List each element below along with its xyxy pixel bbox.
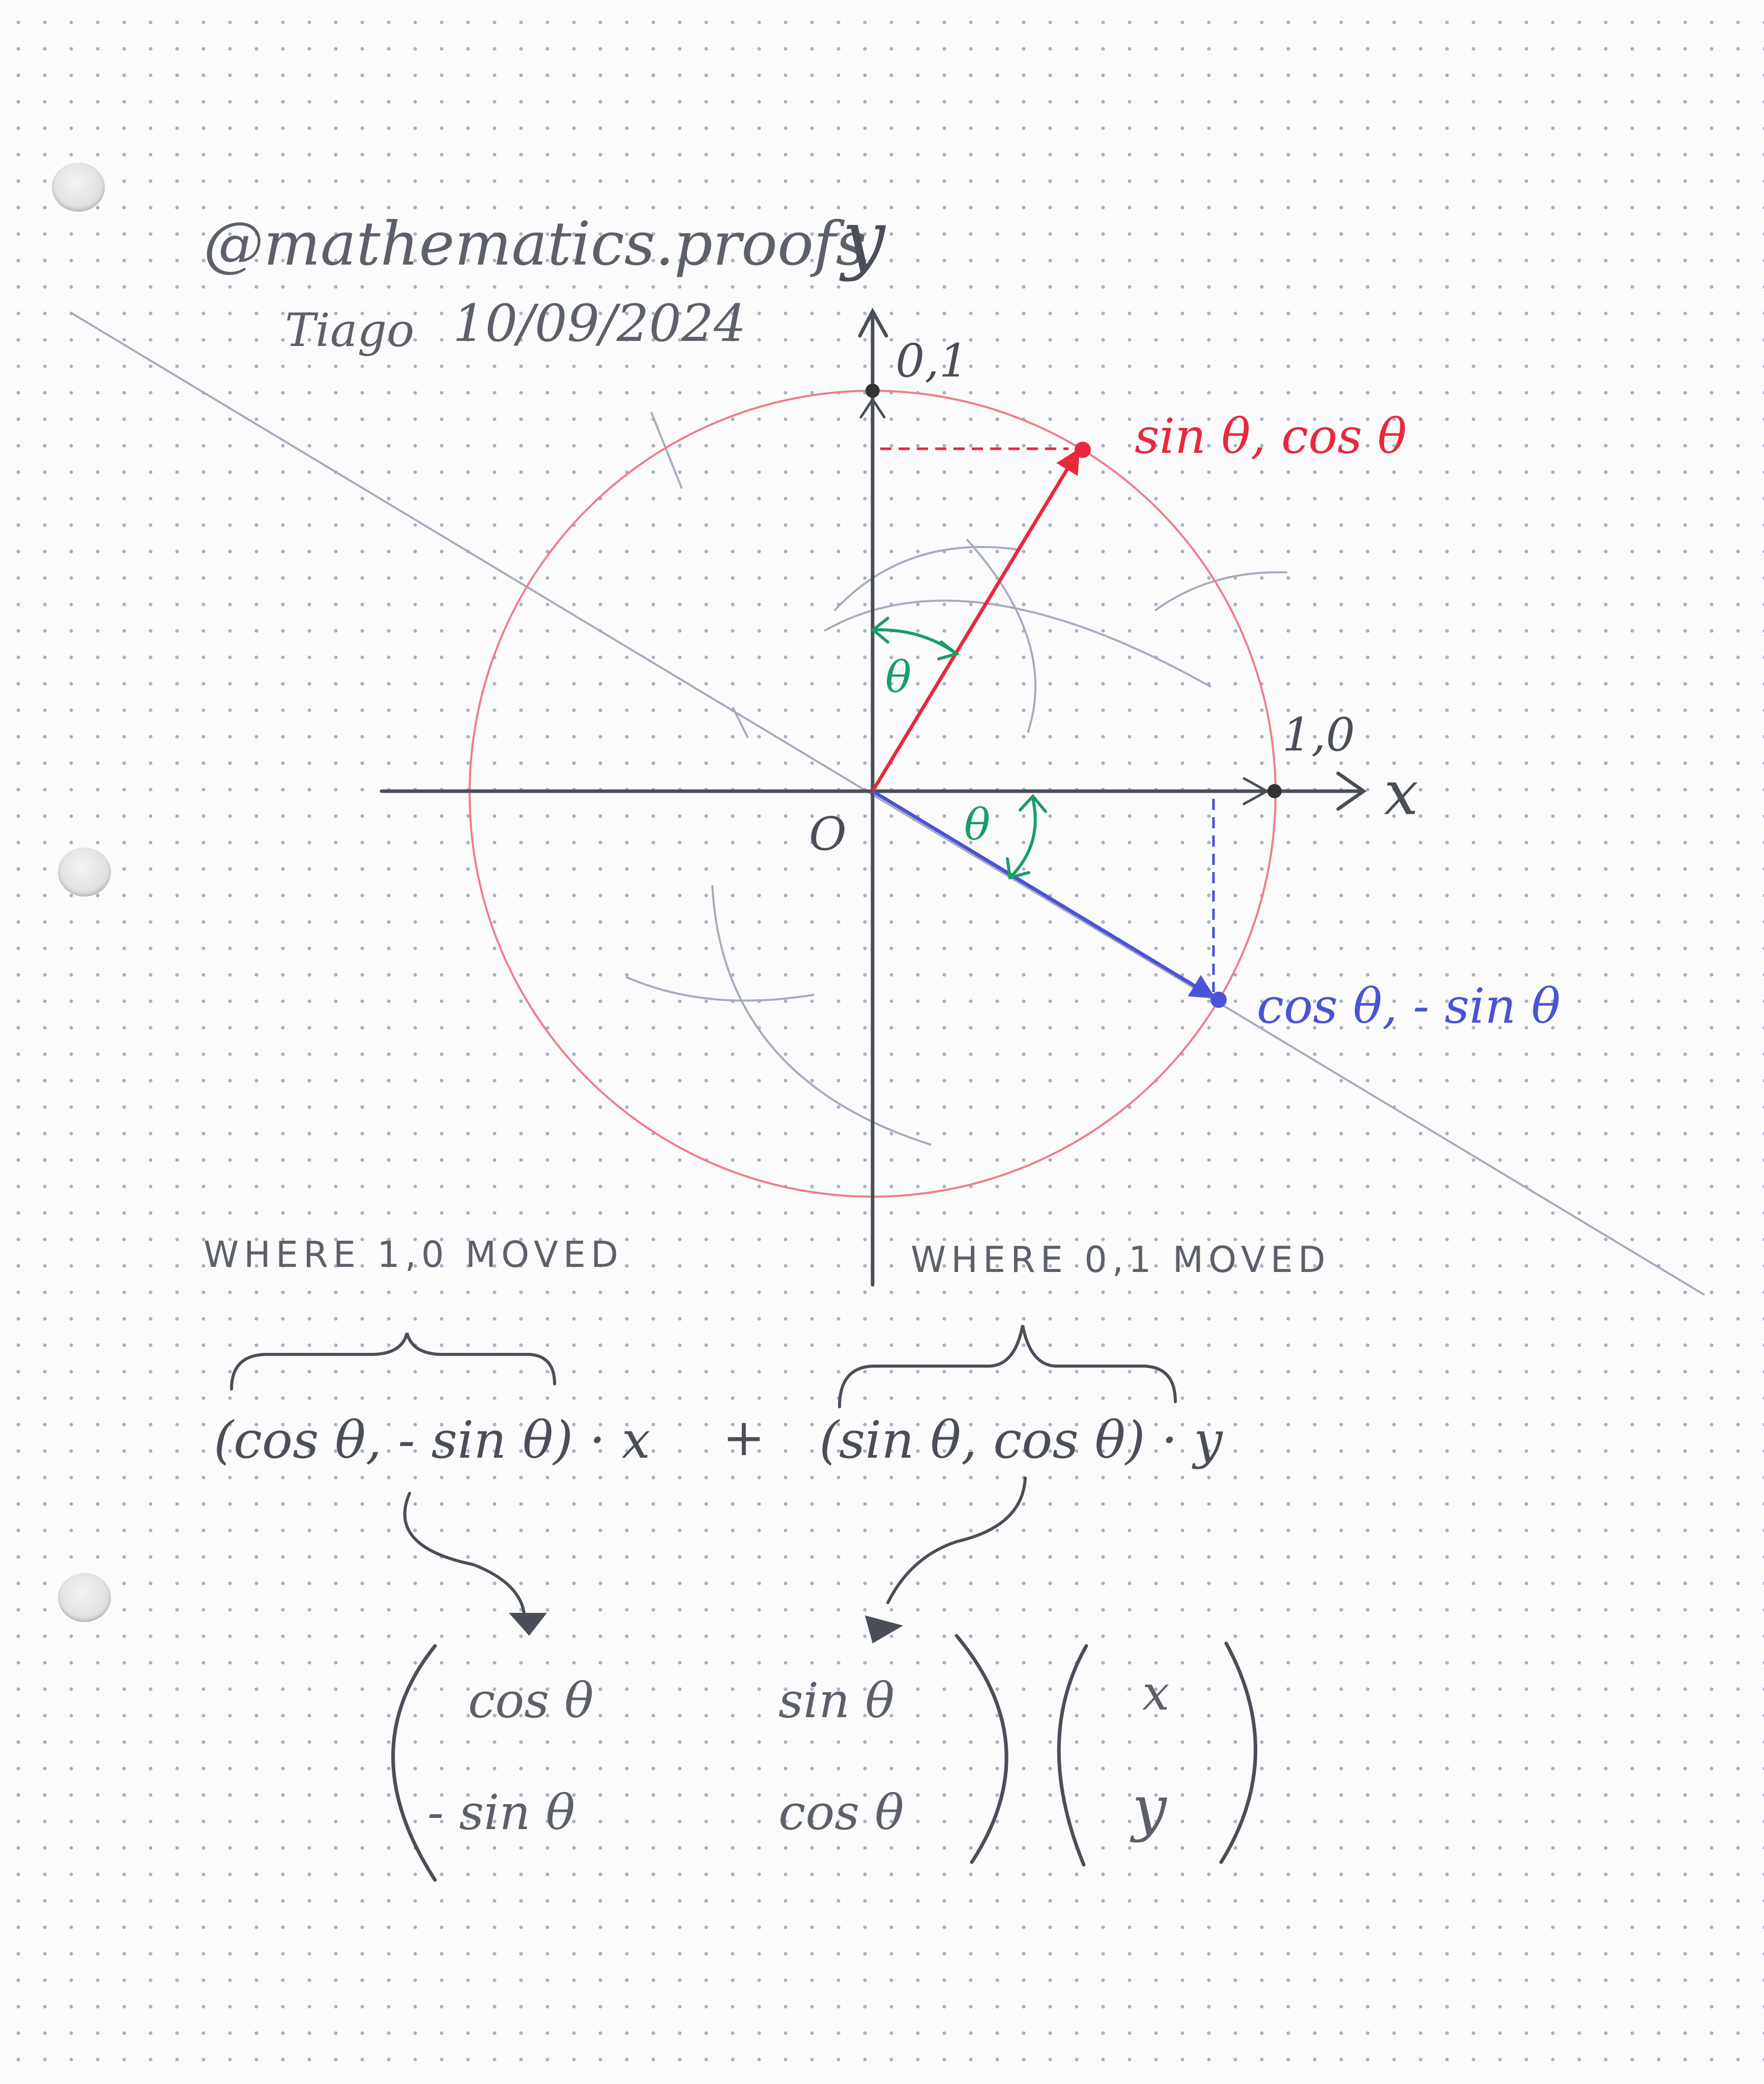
binder-hole-middle	[58, 848, 111, 896]
binder-hole-top	[52, 163, 105, 212]
caption-where-0-1: WHERE 0,1 MOVED	[911, 1239, 1331, 1281]
origin-label: O	[809, 807, 847, 861]
arrowhead-right	[865, 1615, 903, 1643]
matrix-a11: cos θ	[468, 1673, 594, 1729]
caption-where-1-0: WHERE 1,0 MOVED	[204, 1234, 623, 1276]
x-axis-label: x	[1384, 758, 1419, 829]
y-axis-arrowhead	[858, 307, 888, 338]
blue-vector-tip	[1210, 992, 1227, 1008]
binder-hole-bottom	[58, 1573, 111, 1622]
construction-line	[70, 312, 1705, 1296]
author-signature: Tiago	[285, 304, 414, 357]
vector-x: x	[1142, 1665, 1170, 1721]
blue-vector-label: cos θ, - sin θ	[1257, 978, 1560, 1034]
red-vector-tip	[1075, 442, 1091, 458]
matrix-a12: sin θ	[778, 1673, 894, 1729]
matrix-a21: - sin θ	[427, 1785, 575, 1841]
blue-vector	[872, 790, 1216, 999]
equation-term-2: (sin θ, cos θ) · y	[819, 1410, 1223, 1470]
point-1-0-dot	[1267, 784, 1282, 798]
construction-arcs	[625, 412, 1288, 1146]
red-vector	[871, 448, 1080, 792]
x-axis-arrowhead	[1336, 771, 1367, 811]
angle-label-lower: θ	[964, 800, 990, 850]
equation-plus: +	[722, 1408, 765, 1467]
point-0-1-dot	[865, 384, 880, 398]
curved-arrows	[403, 1477, 1027, 1614]
handle-text: @mathematics.proofs	[204, 209, 866, 279]
matrix-a22: cos θ	[778, 1785, 904, 1841]
y-axis-label: y	[839, 194, 886, 283]
arrowhead-left	[509, 1613, 547, 1636]
matrix-brackets	[391, 1634, 1257, 1882]
angle-arcs	[871, 617, 1047, 880]
point-1-0-label: 1,0	[1282, 708, 1355, 762]
date-text: 10/09/2024	[453, 294, 746, 353]
red-vector-label: sin θ, cos θ	[1135, 409, 1407, 465]
equation-term-1: (cos θ, - sin θ) · x	[214, 1410, 650, 1470]
vector-y: y	[1130, 1773, 1168, 1844]
braces	[230, 1325, 1177, 1408]
angle-label-upper: θ	[885, 652, 911, 703]
point-0-1-label: 0,1	[895, 334, 968, 388]
